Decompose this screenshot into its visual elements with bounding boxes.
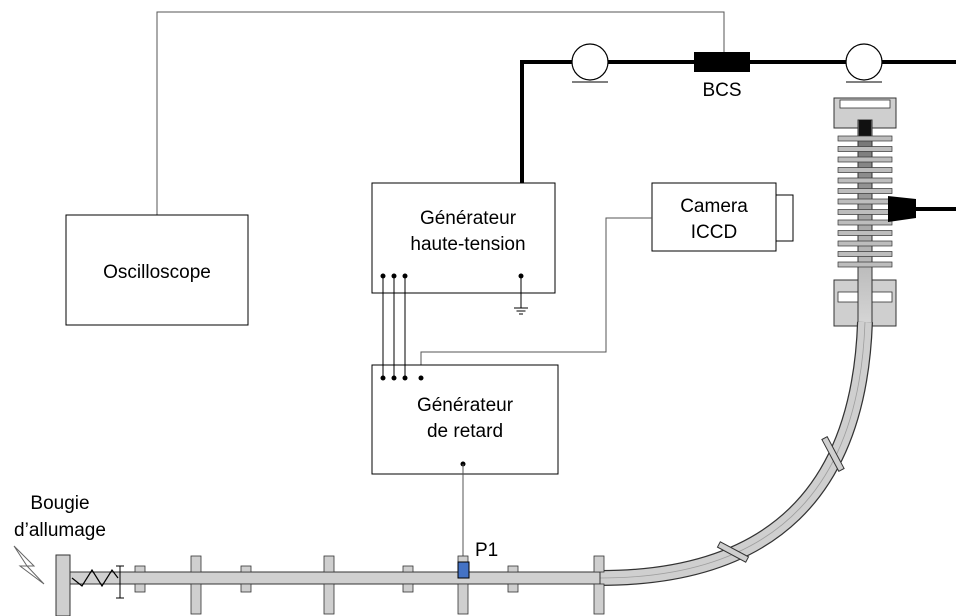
oscilloscope-signal-wire [156, 11, 725, 215]
curved-tube [599, 321, 873, 586]
measure-marker [116, 565, 124, 599]
terminal-dots [380, 273, 466, 467]
column-rib [837, 167, 893, 173]
curve-flanges [716, 436, 845, 563]
column-window [888, 196, 916, 222]
column-rib [837, 198, 893, 205]
hv-cable [520, 60, 956, 183]
tube-flange [507, 565, 519, 573]
tube-flange [402, 583, 414, 593]
tube-flange [507, 583, 519, 593]
tube-flange [190, 555, 202, 573]
probe-label: P1 [475, 540, 498, 561]
tube-flange [402, 565, 414, 573]
tube-flange [190, 583, 202, 615]
tube-flange [457, 583, 469, 615]
tube-flange [323, 583, 335, 615]
spark-icon [13, 545, 45, 585]
column-rib [837, 251, 893, 257]
column-rib [837, 177, 893, 184]
column-rib [837, 240, 893, 247]
oscilloscope-label: Oscilloscope [103, 262, 211, 283]
column-rib [837, 209, 893, 215]
delay-generator-box [371, 364, 559, 475]
ground-icon [514, 273, 528, 315]
horizontal-tube [69, 571, 601, 585]
camera-label-line1: Camera [680, 196, 748, 217]
column-rib [837, 156, 893, 163]
tube-flange [593, 555, 605, 573]
hv-generator-box [371, 182, 556, 294]
flanges [134, 555, 605, 615]
column-rib [837, 261, 893, 268]
oscilloscope-box [65, 214, 249, 326]
camera-label-line2: ICCD [691, 222, 737, 243]
flow-meter-left-icon [571, 43, 609, 83]
column-rib [837, 230, 893, 236]
bcs-label: BCS [702, 80, 741, 101]
column-ribs [837, 135, 893, 268]
tube-flange [240, 565, 252, 573]
bcs-block [694, 52, 750, 72]
spark-plug-label-line1: Bougie [30, 493, 89, 514]
trigger-wires [382, 276, 406, 378]
spark-plug-label-line2: d’allumage [14, 520, 106, 541]
hv-generator-label-line1: Générateur [420, 208, 517, 229]
tube-flange [240, 583, 252, 593]
column-rib [837, 135, 893, 142]
column-rib [837, 188, 893, 194]
hv-generator-label-line2: haute-tension [410, 234, 525, 255]
column-rib [837, 219, 893, 226]
left-end-flange [55, 554, 71, 616]
delay-generator-label-line1: Générateur [417, 395, 514, 416]
tube-flange [134, 583, 146, 593]
tube-flange [593, 583, 605, 615]
pressure-probe-p1 [457, 561, 470, 579]
tube-flange [134, 565, 146, 573]
delay-generator-label-line2: de retard [427, 421, 503, 442]
camera-lens [775, 194, 794, 242]
ignition-spring [71, 568, 119, 588]
tube-flange [323, 555, 335, 573]
column-rib [837, 146, 893, 152]
flow-meter-right-icon [845, 43, 883, 83]
camera-trigger-wire [420, 217, 652, 377]
